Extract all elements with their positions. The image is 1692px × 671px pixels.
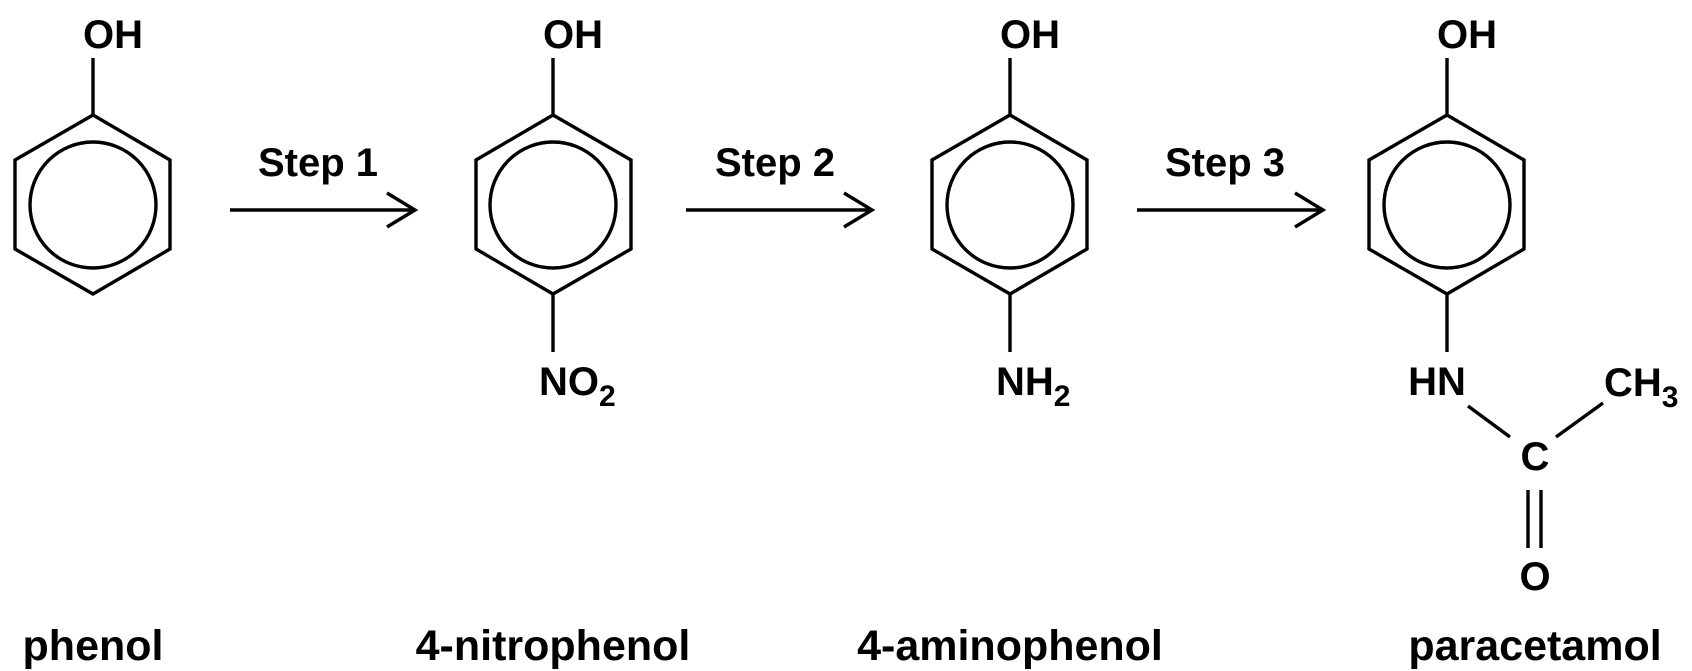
compound-name-4-aminophenol: 4-aminophenol [857, 622, 1163, 670]
step-3-arrow: Step 3 [1137, 141, 1327, 229]
carbonyl-oxygen-label: O [1519, 555, 1550, 599]
c-ch3-bond [1555, 401, 1604, 439]
amino-group-label: NH2 [996, 360, 1070, 413]
step-1-label: Step 1 [258, 141, 378, 185]
step-1-arrow: Step 1 [230, 141, 419, 229]
arrowhead [1294, 191, 1327, 229]
molecule-phenol: OH [13, 13, 172, 296]
n-c-bond [1466, 404, 1512, 439]
nitro-main: NO [539, 360, 599, 404]
methyl-main: CH [1604, 361, 1662, 405]
step-2-label: Step 2 [715, 141, 835, 185]
hydroxyl-label: OH [543, 13, 603, 57]
aromatic-circle [945, 140, 1075, 270]
carbonyl-carbon-label: C [1521, 435, 1550, 479]
molecule-paracetamol: OH HN C CH3 O [1367, 13, 1678, 599]
arrowhead [843, 191, 876, 229]
compound-name-phenol: phenol [23, 622, 164, 670]
molecule-4-nitrophenol: OH NO2 [474, 13, 633, 413]
amide-nh-label: HN [1408, 360, 1466, 404]
molecule-4-aminophenol: OH NH2 [930, 13, 1089, 413]
compound-name-4-nitrophenol: 4-nitrophenol [416, 622, 691, 670]
compound-name-paracetamol: paracetamol [1408, 622, 1661, 670]
amino-main: NH [996, 360, 1054, 404]
hydroxyl-label: OH [1000, 13, 1060, 57]
step-2-arrow: Step 2 [686, 141, 876, 229]
amino-subscript: 2 [1054, 380, 1071, 413]
aromatic-circle [28, 140, 158, 270]
nitro-group-label: NO2 [539, 360, 616, 413]
methyl-subscript: 3 [1662, 381, 1679, 414]
arrowhead [386, 191, 419, 229]
benzene-ring [13, 113, 172, 296]
hydroxyl-label: OH [1437, 13, 1497, 57]
hydroxyl-label: OH [83, 13, 143, 57]
step-3-label: Step 3 [1165, 141, 1285, 185]
methyl-label: CH3 [1604, 361, 1678, 414]
aromatic-circle [488, 140, 618, 270]
nitro-subscript: 2 [599, 380, 616, 413]
aromatic-circle [1382, 140, 1512, 270]
